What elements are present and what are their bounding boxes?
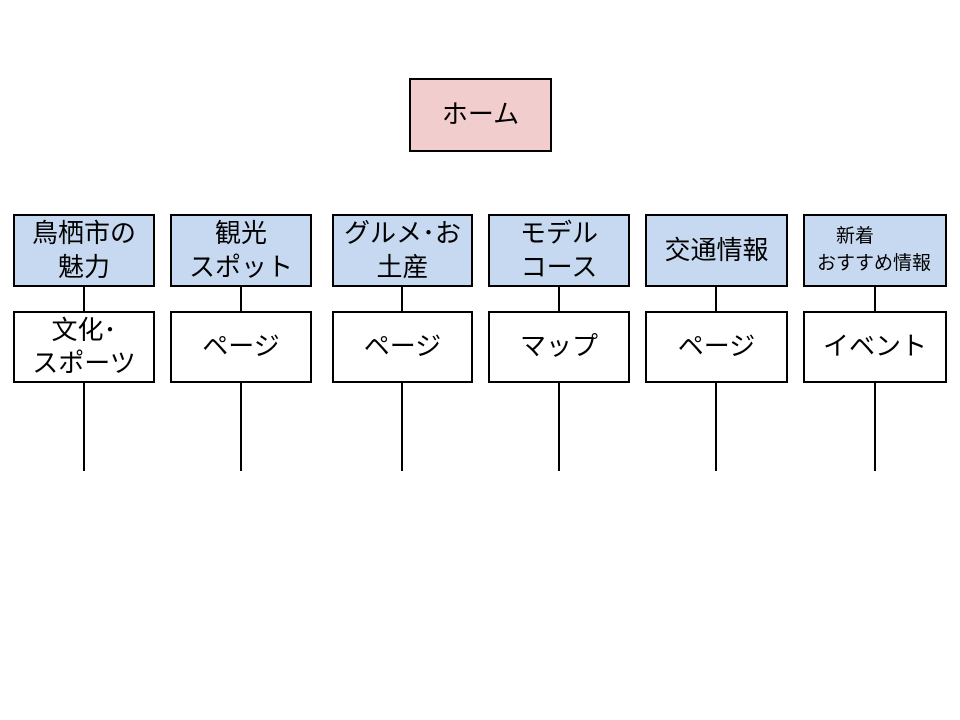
node-model-course: モデル コース [488,214,630,287]
tail-line [240,383,242,471]
connector-line [558,287,560,311]
leaf-event: イベント [803,311,947,383]
connector-line [715,287,717,311]
node-home: ホーム [409,78,552,152]
connector-line [874,287,876,311]
node-tosu-appeal: 鳥栖市の 魅力 [13,214,155,287]
leaf-map: マップ [488,311,630,383]
leaf-page-1: ページ [170,311,312,383]
leaf-culture-sports: 文化･ スポーツ [13,311,155,383]
node-traffic-info: 交通情報 [645,214,788,287]
connector-line [240,287,242,311]
tail-line [401,383,403,471]
tail-line [874,383,876,471]
node-gourmet-souvenirs: グルメ･お 土産 [332,214,473,287]
leaf-page-2: ページ [332,311,473,383]
connector-line [83,287,85,311]
node-sightseeing-spots: 観光 スポット [170,214,312,287]
tail-line [558,383,560,471]
tail-line [715,383,717,471]
tail-line [83,383,85,471]
connector-line [401,287,403,311]
leaf-page-3: ページ [645,311,788,383]
node-new-recommended-info: 新着 おすすめ情報 [803,214,947,287]
